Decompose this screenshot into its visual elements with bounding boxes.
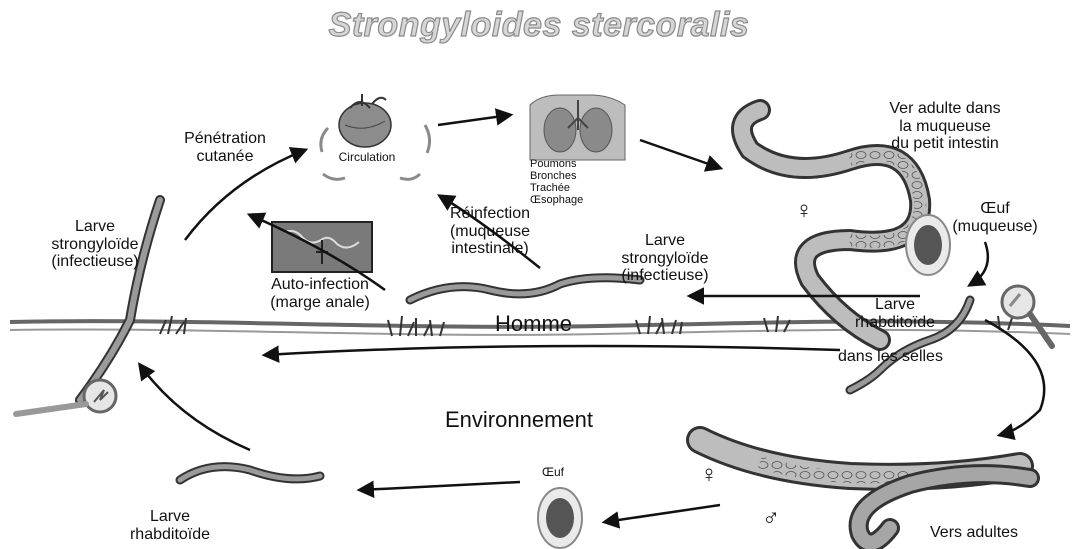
label-larve-strongyloide-mid: Larve strongyloïde (infectieuse)	[590, 232, 740, 285]
female-symbol: ♀	[795, 198, 813, 224]
label-ver-adulte: Ver adulte dans la muqueuse du petit int…	[860, 100, 1030, 153]
perianal-inset-illustration	[272, 222, 372, 272]
label-poumons: Poumons Bronches Trachée Œsophage	[530, 158, 670, 206]
male-symbol: ♂	[762, 505, 780, 531]
arrow-circulation-to-lungs	[438, 115, 510, 125]
heart-illustration	[339, 94, 391, 147]
arrow-egg-to-rhabditoid	[970, 242, 988, 285]
arrow-larva-to-soil	[140, 365, 250, 450]
label-oeuf-bottom: Œuf	[542, 466, 564, 479]
lungs-illustration	[530, 95, 625, 160]
label-environnement: Environnement	[445, 408, 593, 432]
arrow-stool-to-free-adults	[985, 320, 1044, 435]
label-auto-infection: Auto-infection (marge anale)	[240, 276, 400, 311]
label-circulation: Circulation	[322, 151, 412, 164]
label-larve-strongyloide-left: Larve strongyloïde (infectieuse)	[30, 218, 160, 271]
egg-free-living-illustration	[538, 488, 582, 548]
label-penetration-cutanee: Pénétration cutanée	[170, 130, 280, 165]
female-symbol-bottom: ♀	[700, 462, 718, 488]
magnifier-left-icon	[16, 380, 116, 414]
label-vers-adultes: Vers adultes	[930, 524, 1018, 542]
label-larve-rhabditoide-right: Larve rhabditoïde	[840, 296, 950, 331]
larva-rhabditiform-bottom-illustration	[180, 467, 320, 480]
magnifier-right-icon	[1002, 286, 1052, 346]
label-homme: Homme	[495, 312, 572, 336]
arrow-stool-to-soil	[265, 346, 840, 355]
arrow-egg-to-larva	[360, 482, 520, 490]
label-reinfection: Réinfection (muqueuse intestinale)	[420, 205, 560, 258]
label-larve-rhabditoide-bottom: Larve rhabditoïde	[110, 508, 230, 543]
label-oeuf-muqueuse: Œuf (muqueuse)	[935, 200, 1055, 235]
arrow-adults-to-egg	[605, 505, 720, 522]
label-dans-les-selles: dans les selles	[838, 348, 943, 366]
